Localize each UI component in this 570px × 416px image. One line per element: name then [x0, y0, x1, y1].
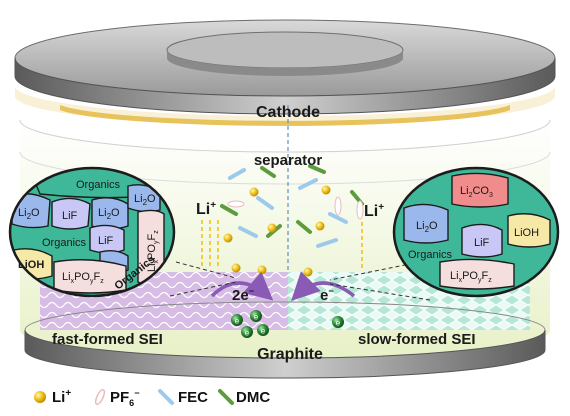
svg-text:2e−: 2e− — [232, 286, 254, 304]
left-lif-a: LiF — [62, 210, 78, 222]
pf6-anion-icon — [334, 196, 342, 216]
dmc-molecule-icon — [260, 166, 276, 178]
fec-molecule-icon — [256, 196, 274, 210]
svg-text:Li2O: Li2O — [18, 207, 40, 221]
left-lif-b: LiF — [98, 235, 114, 247]
dmc-molecule-icon — [218, 389, 234, 405]
electron-icon — [332, 316, 344, 328]
svg-text:Li+: Li+ — [52, 388, 71, 406]
pf6-anion-icon — [227, 200, 245, 208]
graphite-label: Graphite — [257, 346, 323, 363]
cathode-label: Cathode — [256, 104, 320, 121]
electron-label: e — [235, 317, 240, 326]
svg-text:Li2CO3: Li2CO3 — [460, 185, 493, 199]
dmc-molecule-icon — [308, 164, 326, 174]
left-organics-top: Organics — [76, 179, 121, 191]
svg-text:Li+: Li+ — [196, 200, 216, 218]
li-ion-ball-icon — [34, 391, 46, 403]
electron-icon — [257, 324, 269, 336]
legend-fec: FEC — [178, 389, 208, 406]
legend-li: Li — [52, 389, 65, 406]
curved-arrow-icon — [210, 271, 356, 301]
svg-text:LixPOyFz: LixPOyFz — [450, 270, 492, 284]
one-electron-label: e — [320, 287, 328, 304]
svg-text:LixPOyFz: LixPOyFz — [146, 230, 160, 272]
electrons: e e e e e — [231, 310, 344, 338]
electron-label: e — [336, 319, 341, 328]
li-plus-right-label: Li — [364, 203, 378, 220]
right-lif: LiF — [474, 237, 490, 249]
svg-text:Li2O: Li2O — [416, 220, 438, 234]
svg-text:Li2O: Li2O — [98, 207, 120, 221]
top-lid — [14, 19, 556, 115]
li-ion-ball-icon — [315, 221, 325, 231]
legend-pf6: PF — [110, 389, 129, 406]
li-ion-ball-icon — [231, 263, 241, 273]
li-flow-lines — [201, 220, 363, 268]
fec-molecule-icon — [228, 168, 246, 180]
left-organics-mid: Organics — [42, 237, 87, 249]
li-ion-ball-icon — [267, 223, 277, 233]
li-ion-ball-icon — [249, 187, 259, 197]
li-ion-ball-icon — [223, 233, 233, 243]
fec-molecule-icon — [298, 178, 318, 190]
svg-text:Li+: Li+ — [364, 202, 384, 220]
svg-text:e−: e− — [320, 286, 334, 304]
fec-molecule-icon — [158, 389, 174, 405]
electron-icon — [231, 314, 243, 326]
svg-text:LixPOyFz: LixPOyFz — [62, 271, 104, 285]
electron-label: e — [245, 329, 250, 338]
right-sei-inset: Li2CO3 Li2O LiF LiOH Organics LixPOyFz — [392, 166, 560, 298]
svg-text:PF6−: PF6− — [110, 388, 139, 408]
electron-label: e — [261, 327, 266, 336]
left-sei-inset: Organics Li2O LiF Li2O Li2O Organics LiF… — [8, 166, 176, 298]
separator-label: separator — [254, 152, 323, 169]
cathode-layer — [15, 86, 555, 126]
right-organics: Organics — [408, 249, 453, 261]
li-ion-ball-icon — [321, 185, 331, 195]
left-lioh: LiOH — [18, 259, 44, 271]
fec-molecule-icon — [328, 212, 348, 224]
pf6-anion-icon — [94, 388, 106, 406]
electron-label: e — [254, 313, 259, 322]
right-lioh: LiOH — [514, 227, 539, 239]
svg-text:Li2O: Li2O — [134, 193, 156, 207]
li-plus-left-label: Li — [196, 201, 210, 218]
dmc-molecule-icon — [296, 220, 312, 234]
li-ion-ball-icon — [257, 265, 267, 275]
two-electron-label: 2e — [232, 287, 249, 304]
bottom-case — [24, 301, 546, 379]
pf6-anion-icon — [356, 200, 364, 220]
electron-icon — [250, 310, 262, 322]
fec-molecule-icon — [238, 226, 258, 238]
dmc-molecule-icon — [220, 204, 238, 216]
legend-dmc: DMC — [236, 389, 270, 406]
li-ion-ball-icon — [303, 267, 313, 277]
fec-molecule-icon — [316, 238, 338, 248]
legend: Li+ PF6− FEC DMC — [34, 388, 270, 408]
slow-sei-label: slow-formed SEI — [358, 331, 476, 348]
electron-icon — [241, 326, 253, 338]
fast-sei-label: fast-formed SEI — [52, 331, 163, 348]
